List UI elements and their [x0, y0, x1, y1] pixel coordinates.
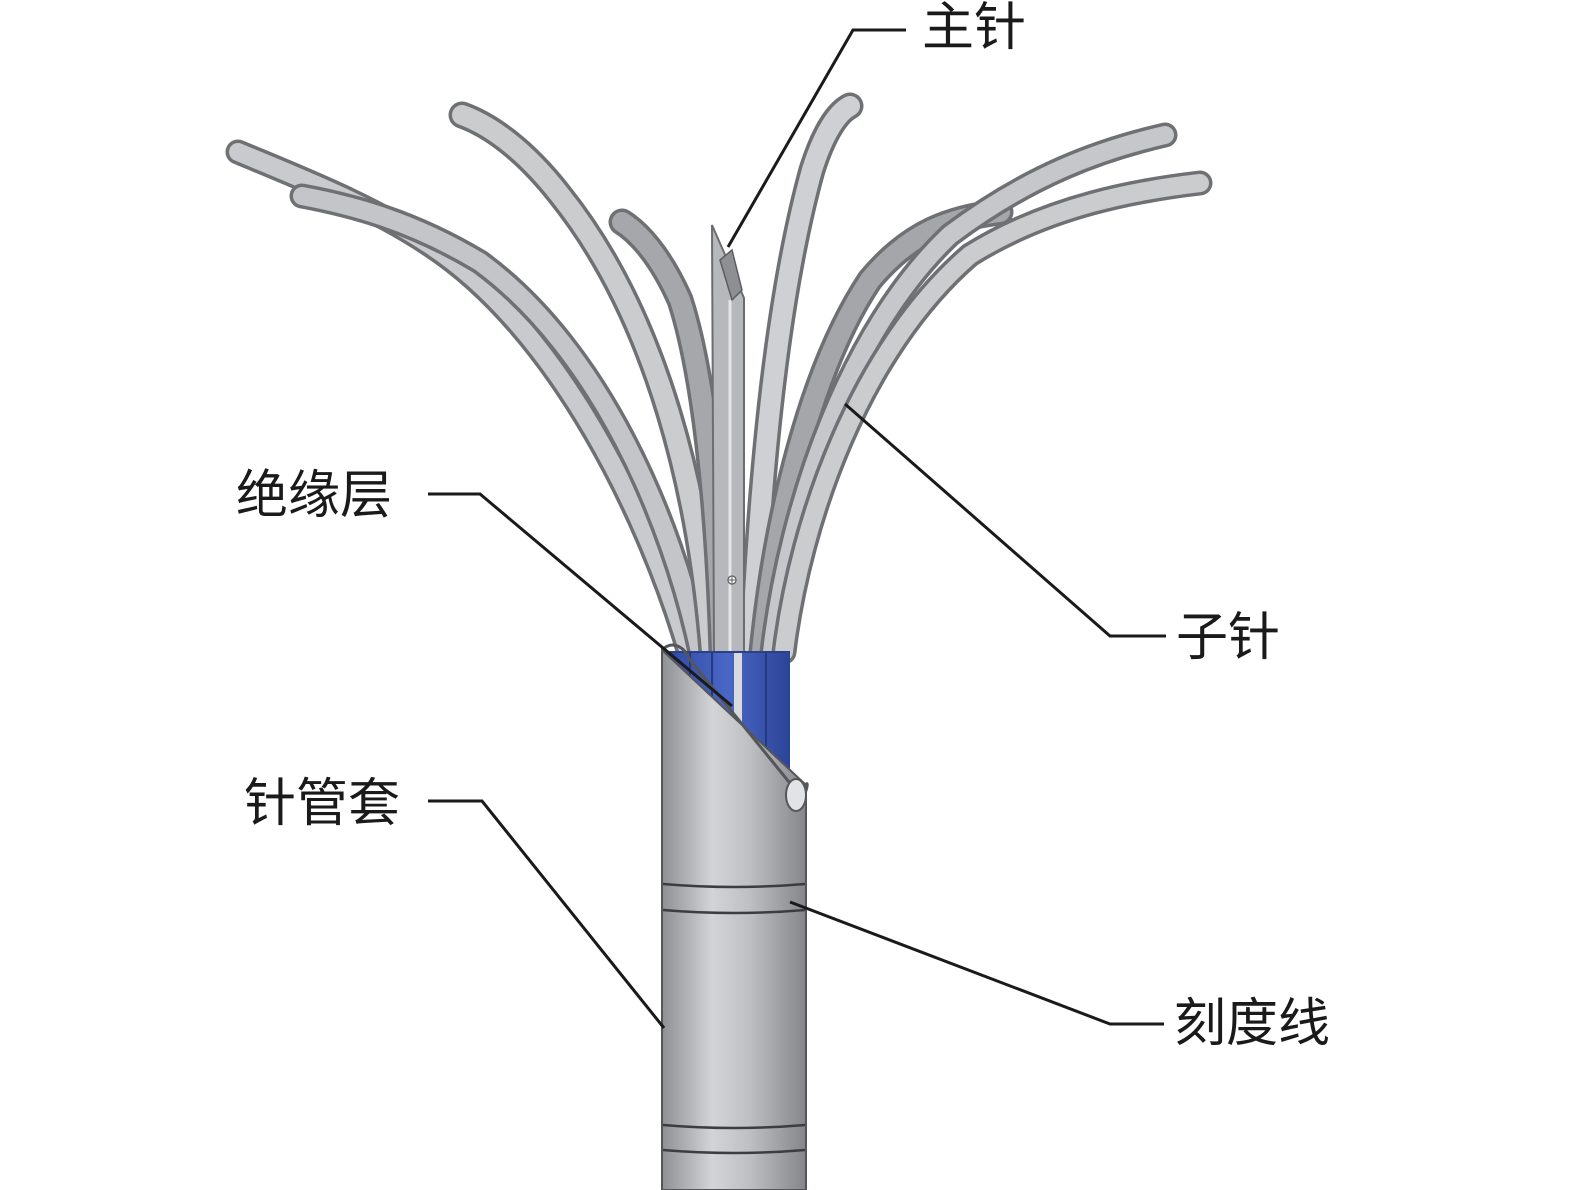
- sub-needle-1: [225, 139, 701, 663]
- sub-needle-7: [759, 122, 1178, 665]
- leader-insulation: [428, 492, 733, 708]
- sub-needles: [225, 92, 1213, 666]
- main-needle-label: 主针: [922, 0, 1027, 58]
- leader-scale-line: [789, 900, 1164, 1026]
- leader-sub-needle: [844, 402, 1166, 638]
- needle-sheath-label: 针管套: [244, 774, 401, 834]
- scale-line-label: 刻度线: [1174, 994, 1331, 1054]
- leader-sheath: [428, 799, 666, 1029]
- sub-needle-8: [771, 170, 1213, 665]
- sub-needle-label: 子针: [1176, 608, 1281, 668]
- scale-lines: [662, 882, 806, 1155]
- needle-sheath: [660, 643, 809, 1190]
- sub-needle-5: [738, 92, 864, 666]
- leader-lines: [428, 28, 1166, 1029]
- center-marker: [727, 575, 737, 585]
- insulation-layer-label: 绝缘层: [236, 466, 393, 526]
- leader-main-needle: [726, 28, 906, 248]
- main-needle: [711, 224, 745, 653]
- sub-needle-2: [289, 183, 713, 665]
- sub-needle-3: [448, 101, 726, 666]
